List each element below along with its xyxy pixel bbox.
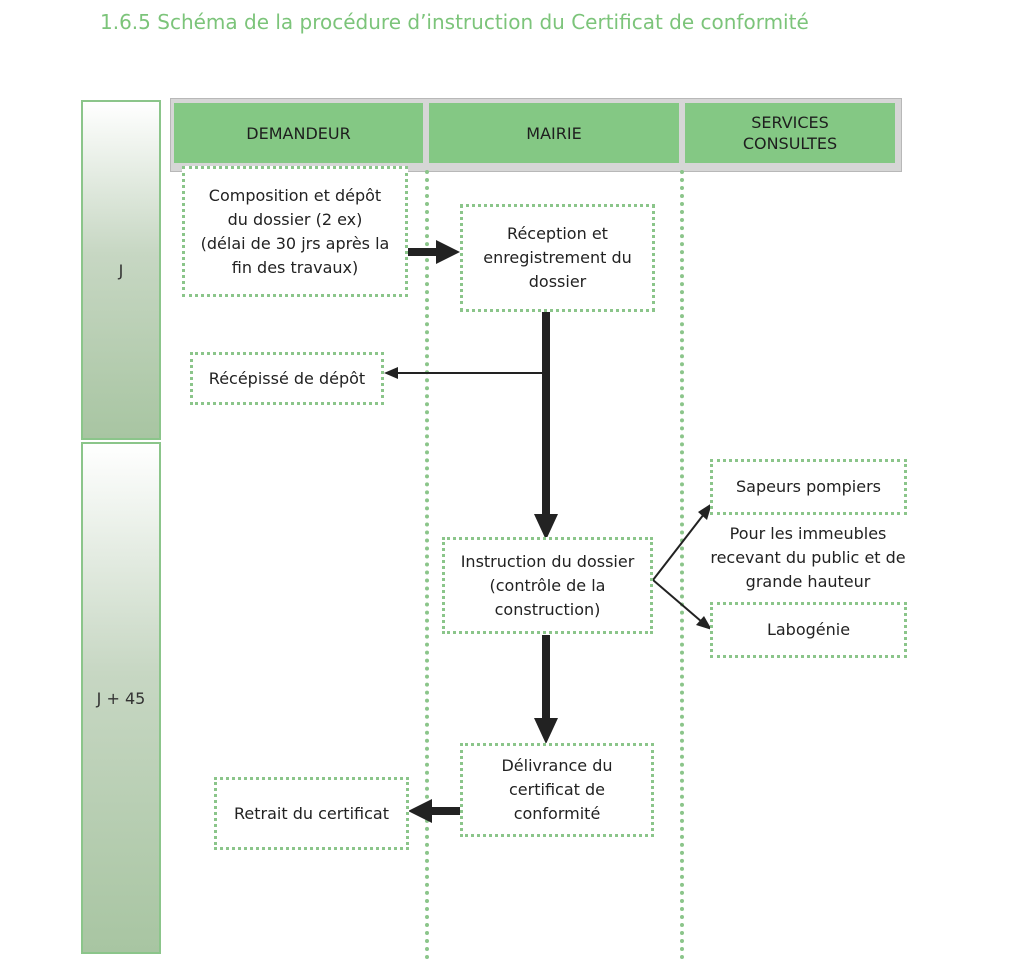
arrow-composition-to-reception-head [436,240,460,264]
step-reception-line2: enregistrement du [483,248,632,267]
arrow-delivrance-to-retrait-head [408,799,432,823]
step-composition-line3: (délai de 30 jrs après la [200,233,390,253]
arrow-instruction-to-delivrance-head [534,718,558,744]
arrow-reception-to-instruction-head [534,514,558,540]
step-recepisse: Récépissé de dépôt [190,352,384,405]
step-labogenie: Labogénie [710,602,907,658]
note-immeubles-line2: recevant du public et de [710,548,906,567]
arrow-to-sapeurs [652,513,705,581]
step-reception-line3: dossier [528,272,587,291]
arrow-to-sapeurs-head [698,503,712,520]
step-instruction-line2: (contrôle de la [489,575,606,595]
lane-header-mairie: MAIRIE [429,103,679,163]
step-composition-line4: fin des travaux) [231,257,359,277]
step-instruction: Instruction du dossier (contrôle de la c… [442,537,653,634]
phase-j45-label: J + 45 [96,688,146,708]
note-immeubles-line3: grande hauteur [745,572,871,591]
step-retrait-label: Retrait du certificat [234,803,389,823]
step-delivrance: Délivrance du certificat de conformité [460,743,654,837]
step-sapeurs-pompiers-label: Sapeurs pompiers [736,477,881,496]
phase-j-label: J [118,260,124,280]
step-composition-line2: du dossier (2 ex) [227,209,363,229]
step-retrait: Retrait du certificat [214,777,409,850]
arrow-to-labogenie [652,579,703,623]
step-instruction-line3: construction) [494,599,601,619]
step-reception-line1: Réception et [507,224,608,243]
step-labogenie-label: Labogénie [766,620,851,639]
step-composition-line1: Composition et dépôt [208,185,382,205]
note-immeubles: Pour les immeubles recevant du public et… [704,522,912,594]
arrow-to-labogenie-head [696,616,712,630]
lane-separator-1 [425,170,429,960]
lane-header-demandeur-label: DEMANDEUR [246,123,351,143]
lane-separator-2 [680,170,684,960]
phase-j45: J + 45 [81,442,161,954]
phase-j: J [81,100,161,440]
lane-header-demandeur: DEMANDEUR [174,103,423,163]
lane-header-mairie-label: MAIRIE [526,123,582,143]
lane-header-services: SERVICES CONSULTES [685,103,895,163]
step-sapeurs-pompiers: Sapeurs pompiers [710,459,907,515]
arrow-to-recepisse-head [384,367,398,379]
lane-header-services-line1: SERVICES [751,113,829,132]
page-title: 1.6.5 Schéma de la procédure d’instructi… [100,10,809,34]
step-delivrance-line3: conformité [513,804,601,823]
step-reception: Réception et enregistrement du dossier [460,204,655,312]
step-delivrance-line1: Délivrance du [501,756,613,775]
step-delivrance-line2: certificat de [509,780,605,799]
step-composition: Composition et dépôt du dossier (2 ex) (… [182,166,408,297]
step-instruction-line1: Instruction du dossier [460,551,635,571]
note-immeubles-line1: Pour les immeubles [729,524,887,543]
lane-header-services-line2: CONSULTES [742,134,838,153]
step-recepisse-label: Récépissé de dépôt [208,368,366,388]
